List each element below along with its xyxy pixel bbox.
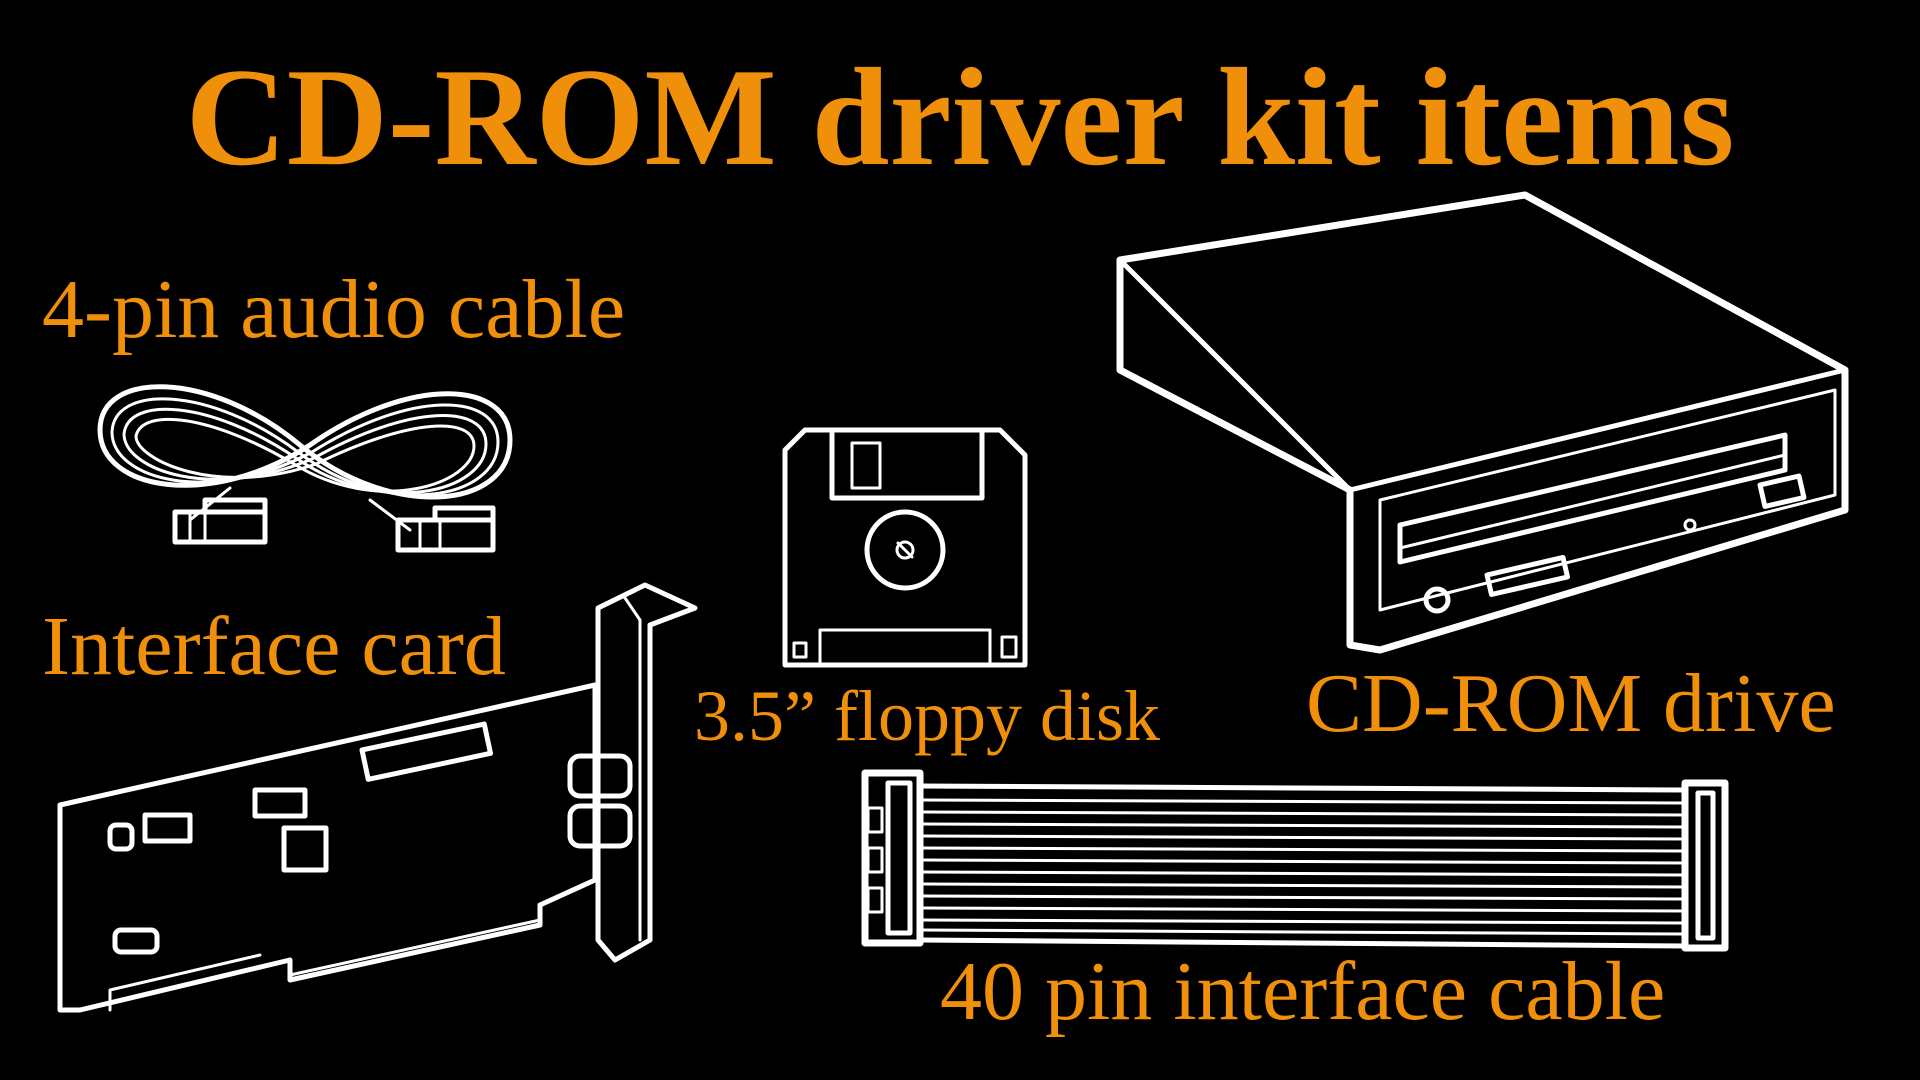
audio-cable-icon [97, 384, 513, 553]
floppy-disk-icon [782, 427, 1028, 668]
cdrom-drive-icon [1116, 191, 1849, 654]
page-title: CD-ROM driver kit items [185, 40, 1735, 195]
interface-card-icon [57, 582, 698, 1013]
ribbon-cable-icon [861, 769, 1729, 952]
ribbon-cable-label: 40 pin interface cable [940, 945, 1666, 1038]
cdrom-drive-label: CD-ROM drive [1306, 657, 1836, 750]
interface-card-label: Interface card [42, 600, 506, 693]
audio-cable-label: 4-pin audio cable [42, 263, 626, 356]
floppy-disk-label: 3.5” floppy disk [694, 676, 1160, 756]
